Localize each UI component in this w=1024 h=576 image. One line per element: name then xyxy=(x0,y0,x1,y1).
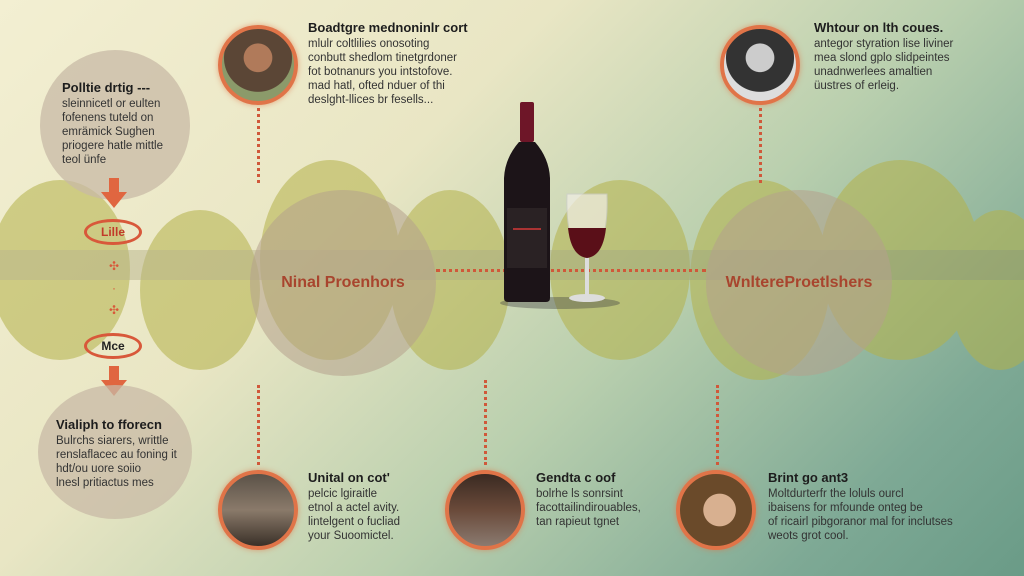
left-top-line: fofenens tuteld on xyxy=(62,112,154,124)
wine-bottle-and-glass xyxy=(500,102,620,309)
pill-mce-label: Mce xyxy=(101,339,125,353)
left-top-info: Polltie drtig --- sleinnicetl or eulten … xyxy=(62,80,182,167)
bottom-2-line: facottailindirouables, xyxy=(536,502,641,514)
top-left-title: Boadtgre mednoninlr cort xyxy=(308,20,468,35)
left-bottom-circle xyxy=(38,385,192,519)
left-top-line: teol ünfe xyxy=(62,154,107,166)
top-right-line: antegor styration lise liviner xyxy=(814,38,954,50)
pill-lille: Lille xyxy=(84,219,142,245)
bottom-2-info: Gendta c oof bolrhe ls sonrsint facottai… xyxy=(536,470,671,529)
left-bottom-line: lnesl pritiactus mes xyxy=(56,477,154,489)
left-bottom-line: Bulrchs siarers, writtle xyxy=(56,435,169,447)
top-left-line: fot botnanurs you intstofove. xyxy=(308,66,453,78)
connector xyxy=(257,108,260,183)
group-photo-bottom-1 xyxy=(218,470,298,550)
person-photo-top-left xyxy=(218,25,298,105)
hub-left: Ninal Proenhors xyxy=(250,190,436,376)
hub-right: WnltereProеtlshers xyxy=(706,190,892,376)
connector-horizontal xyxy=(436,269,706,272)
top-left-line: deslght-llices br fesells... xyxy=(308,94,434,106)
hub-right-label: WnltereProеtlshers xyxy=(725,274,873,291)
bottom-1-line: your Suoomictel. xyxy=(308,530,394,542)
left-bottom-info: Vialiph to fforecn Bulrchs siarers, writ… xyxy=(56,417,196,490)
left-top-line: sleinnicetl or eulten xyxy=(62,98,161,110)
top-right-line: mea slond gplo slidpeintes xyxy=(814,52,950,64)
top-left-line: conbutt shedlom tinetgrdoner xyxy=(308,52,457,64)
bottom-3-title: Brint go ant3 xyxy=(768,470,849,485)
top-left-line: mlulr coltlilies onosoting xyxy=(308,38,430,50)
top-left-info: Boadtgre mednoninlr cort mlulr coltlilie… xyxy=(308,20,508,107)
bottom-1-title: Unital on cot' xyxy=(308,470,390,485)
bottom-1-line: etnol a actel avity. xyxy=(308,502,400,514)
pill-mce: Mce xyxy=(84,333,142,359)
person-photo-bottom-3 xyxy=(676,470,756,550)
bottom-2-line: tan rapieut tgnet xyxy=(536,516,620,528)
bottom-2-title: Gendta c oof xyxy=(536,470,616,485)
bottom-3-line: ibaisens for mfounde onteg be xyxy=(768,502,923,514)
person-photo-top-right xyxy=(720,25,800,105)
bottom-3-line: of ricairl pibgoranor mal for inclutses xyxy=(768,516,953,528)
bottom-3-line: Moltdurterfr the loluls ourcl xyxy=(768,488,904,500)
top-left-line: mad hatl, ofted nduer of thi xyxy=(308,80,445,92)
photo-bottom-2 xyxy=(445,470,525,550)
left-top-title: Polltie drtig --- xyxy=(62,80,151,95)
left-bottom-line: hdt/ou uore soiio xyxy=(56,463,142,475)
bottom-2-line: bolrhe ls sonrsint xyxy=(536,488,623,500)
left-bottom-line: renslaflacec au foning it xyxy=(56,449,177,461)
left-top-line: emrämick Sughen xyxy=(62,126,155,138)
top-right-title: Whtour on lth coues. xyxy=(814,20,944,35)
connector xyxy=(759,108,762,183)
bottom-1-line: pelcic lgiraitle xyxy=(308,488,378,500)
hub-left-label: Ninal Proenhors xyxy=(281,274,405,291)
left-top-circle xyxy=(40,50,190,200)
decorative-ornaments: ✣·✣ xyxy=(108,259,120,317)
connector xyxy=(257,385,260,465)
arrow-down-icon xyxy=(101,178,127,208)
bottom-3-info: Brint go ant3 Moltdurterfr the loluls ou… xyxy=(768,470,1018,543)
top-right-info: Whtour on lth coues. antegor styration l… xyxy=(814,20,1014,93)
top-right-line: unadnwerlees amaltien xyxy=(814,66,933,78)
bottom-1-line: lintelgent o fucliad xyxy=(308,516,401,528)
top-right-line: üustres of erleig. xyxy=(814,80,900,92)
bottom-3-line: weots grot cool. xyxy=(768,530,849,542)
left-top-line: priogere hatle mittle xyxy=(62,140,163,152)
connector xyxy=(716,385,719,465)
left-bottom-title: Vialiph to fforecn xyxy=(56,417,162,432)
connector xyxy=(484,380,487,465)
pill-lille-label: Lille xyxy=(100,225,125,239)
bottom-1-info: Unital on cot' pelcic lgiraitle etnol a … xyxy=(308,470,438,543)
